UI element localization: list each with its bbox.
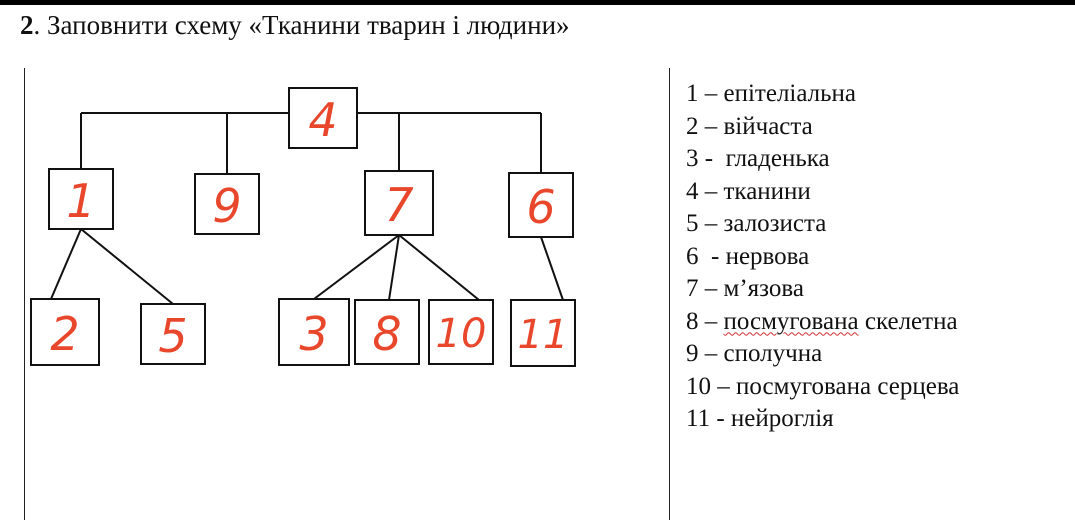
- node-box-b7: [364, 170, 434, 236]
- node-label-b6: 6: [526, 180, 555, 234]
- legend-item: 4 – тканини: [686, 177, 811, 205]
- edge-b7-l3: [313, 234, 400, 300]
- edge-b7-l8: [388, 234, 400, 301]
- node-label-b9: 9: [212, 179, 241, 233]
- spellcheck-marked-word: посмугована: [723, 307, 859, 335]
- node-label-b7: 7: [384, 178, 413, 232]
- node-box-l2: [30, 298, 100, 366]
- node-label-l5: 5: [158, 309, 187, 363]
- node-label-b1: 1: [66, 174, 95, 228]
- node-label-l2: 2: [50, 307, 79, 361]
- legend-item: 9 – сполучна: [686, 340, 823, 367]
- edge-b1-l5: [80, 228, 174, 305]
- legend-item: 11 - нейроглія: [686, 405, 834, 432]
- node-box-l10: [428, 299, 494, 365]
- legend-item: 1 – епітеліальна: [686, 80, 857, 107]
- node-box-l11: [510, 299, 576, 367]
- legend-item: 8 – посмугована скелетна: [686, 307, 958, 335]
- node-label-l3: 3: [299, 307, 328, 361]
- task-number: 2: [20, 10, 34, 40]
- legend-list: 1 – епітеліальна 2 – війчаста 3 - гладен…: [686, 78, 959, 436]
- node-box-l3: [278, 298, 350, 366]
- edge-b1-l2: [50, 228, 82, 300]
- node-box-b1: [48, 168, 114, 230]
- node-label-l10: 10: [436, 311, 487, 357]
- node-box-b6: [508, 172, 574, 238]
- legend-item: 5 – залозиста: [686, 210, 827, 237]
- legend-item: 10 – посмугована серцева: [686, 372, 960, 400]
- node-label-root: 4: [308, 93, 337, 147]
- node-box-l8: [354, 299, 420, 365]
- legend-item: 6 - нервова: [686, 242, 810, 270]
- legend-item: 7 – м’язова: [686, 275, 804, 302]
- top-rule: [0, 0, 1075, 5]
- legend-item: 2 – війчаста: [686, 112, 813, 140]
- edge-b7-l10: [398, 234, 480, 301]
- task-title: 2. Заповнити схему «Тканини тварин і люд…: [20, 10, 570, 41]
- legend-item: 3 - гладенька: [686, 145, 830, 172]
- node-box-root: [288, 87, 358, 149]
- node-label-l11: 11: [518, 312, 569, 358]
- node-box-b9: [194, 173, 260, 235]
- edge-b6-l11: [540, 236, 564, 301]
- task-text: . Заповнити схему «Тканини тварин і люди…: [33, 10, 570, 40]
- node-label-l8: 8: [372, 307, 401, 361]
- node-box-l5: [140, 303, 206, 365]
